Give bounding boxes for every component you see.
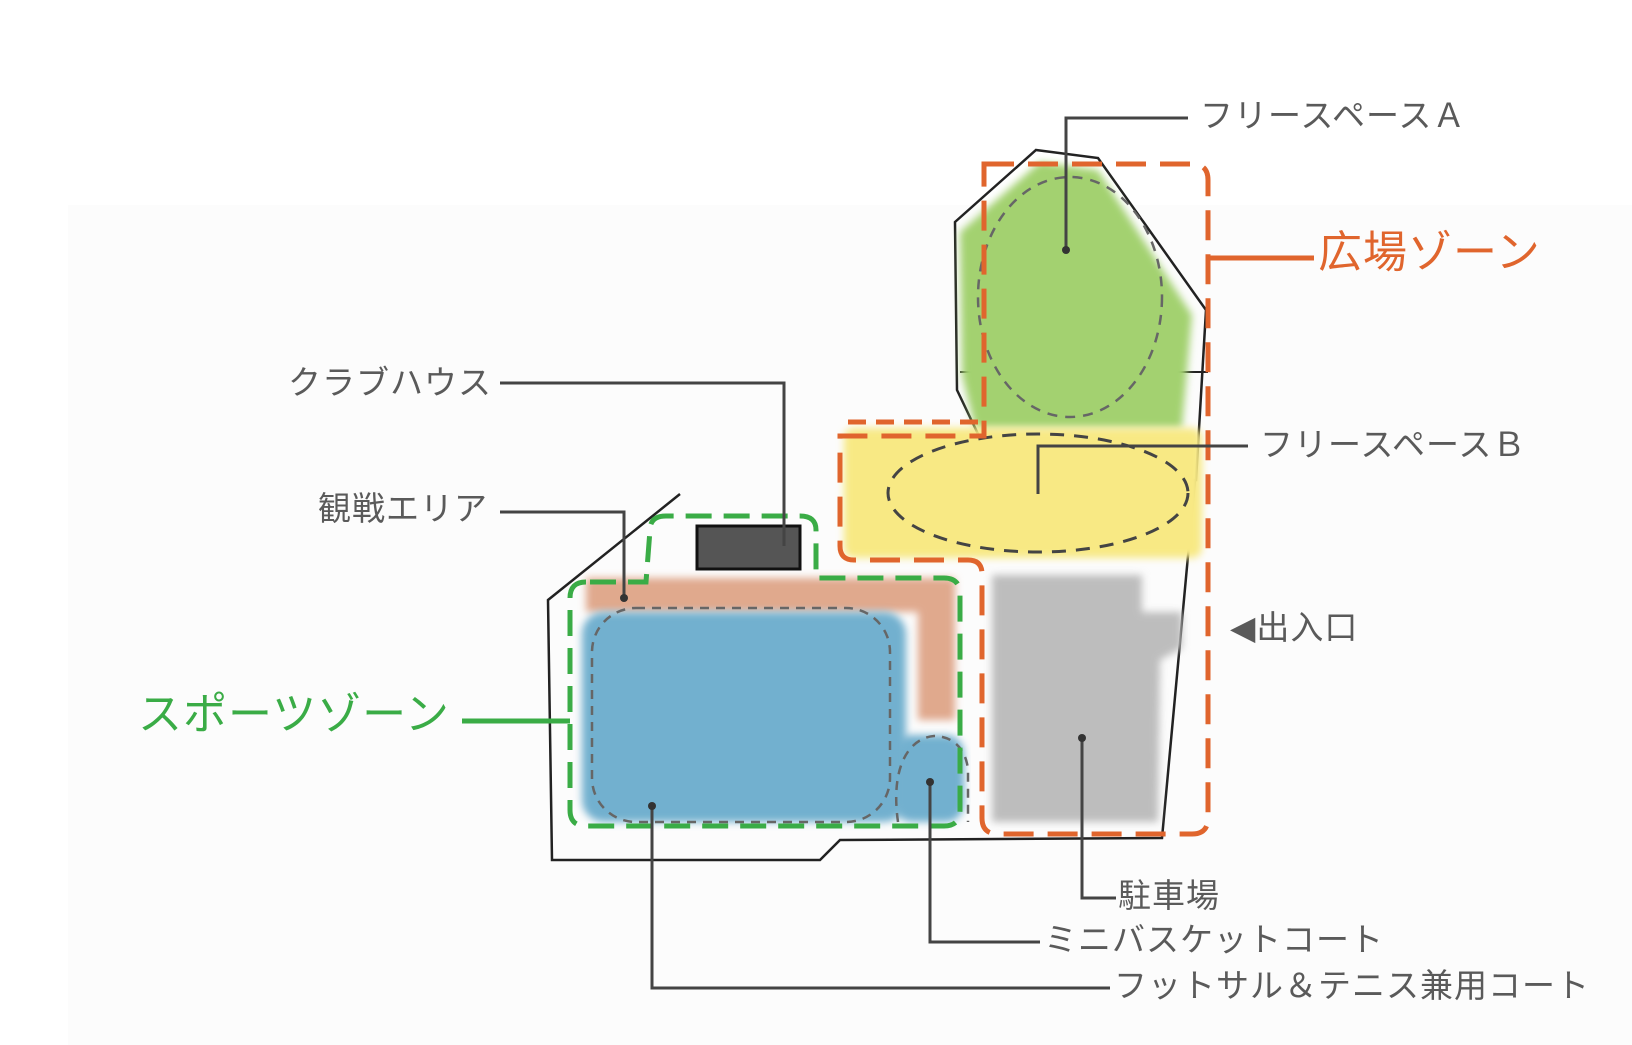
futsal-tennis-court-boundary bbox=[590, 606, 892, 824]
label-parking: 駐車場 bbox=[1118, 876, 1220, 915]
label-free-space-a: フリースペースＡ bbox=[1200, 96, 1467, 135]
leader-free-space-b bbox=[1036, 444, 1248, 494]
leader-parking bbox=[1080, 738, 1116, 900]
futsal-tennis-court-area bbox=[582, 612, 906, 822]
label-club-house: クラブハウス bbox=[288, 363, 492, 402]
free-space-a-area bbox=[960, 162, 1192, 428]
label-hiroba-zone: 広場ゾーン bbox=[1318, 227, 1541, 278]
site-outline-lower bbox=[546, 479, 1197, 862]
hiroba-zone-boundary bbox=[837, 161, 1211, 837]
leader-spectator-area bbox=[500, 510, 626, 598]
marker-parking bbox=[1078, 734, 1086, 742]
free-space-b-boundary bbox=[886, 432, 1190, 554]
leader-free-space-a bbox=[1064, 116, 1188, 250]
sports-zone-boundary bbox=[567, 513, 963, 829]
label-futsal-tennis-court: フットサル＆テニス兼用コート bbox=[1114, 966, 1590, 1005]
label-spectator-area: 観戦エリア bbox=[318, 489, 488, 528]
marker-mini-basket-court bbox=[926, 778, 934, 786]
marker-futsal-tennis-court bbox=[648, 802, 656, 810]
label-entrance: ◀出入口 bbox=[1230, 608, 1359, 647]
label-sports-zone: スポーツゾーン bbox=[138, 689, 450, 740]
free-space-a-boundary bbox=[976, 175, 1164, 419]
marker-free-space-a bbox=[1062, 246, 1070, 254]
marker-spectator-area bbox=[620, 594, 628, 602]
label-free-space-b: フリースペースＢ bbox=[1260, 425, 1527, 464]
leader-club-house bbox=[500, 381, 786, 546]
parking-area bbox=[992, 575, 1182, 822]
mini-basket-court-boundary bbox=[895, 734, 970, 823]
free-space-b-area bbox=[844, 428, 1202, 558]
leader-mini-basket-court bbox=[928, 782, 1040, 944]
label-mini-basket-court: ミニバスケットコート bbox=[1044, 920, 1384, 959]
leader-futsal-tennis-court bbox=[650, 806, 1110, 990]
